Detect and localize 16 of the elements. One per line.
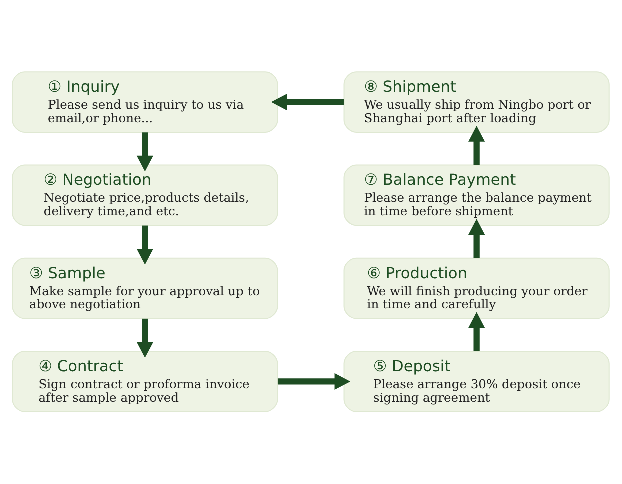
arrow — [136, 226, 154, 265]
arrow — [136, 132, 154, 172]
node-box: ② Negotiation Negotiate price,products details, delivery time,and etc. — [12, 164, 278, 226]
node-box: ⑥ Production We will finish producing your order in time and carefully — [344, 258, 610, 320]
arrow — [468, 219, 486, 258]
arrow — [468, 126, 486, 166]
node-box: ⑦ Balance Payment Please arrange the balance payment in time before shipment — [344, 164, 610, 226]
arrow — [271, 94, 344, 111]
node-box: ③ Sample Make sample for your approval up to above negotiation — [12, 258, 278, 320]
node-box: ① Inquiry Please send us inquiry to us via email,or phone... — [12, 72, 278, 133]
arrow — [468, 312, 486, 352]
node-box: ④ Contract Sign contract or proforma invoice after sample approved — [12, 351, 278, 412]
arrow — [136, 318, 154, 358]
node-box: ⑤ Deposit Please arrange 30% deposit once signing agreement — [344, 351, 610, 412]
node-box: ⑧ Shipment We usually ship from Ningbo port or Shanghai port after loading — [344, 72, 610, 133]
arrow — [278, 373, 351, 390]
